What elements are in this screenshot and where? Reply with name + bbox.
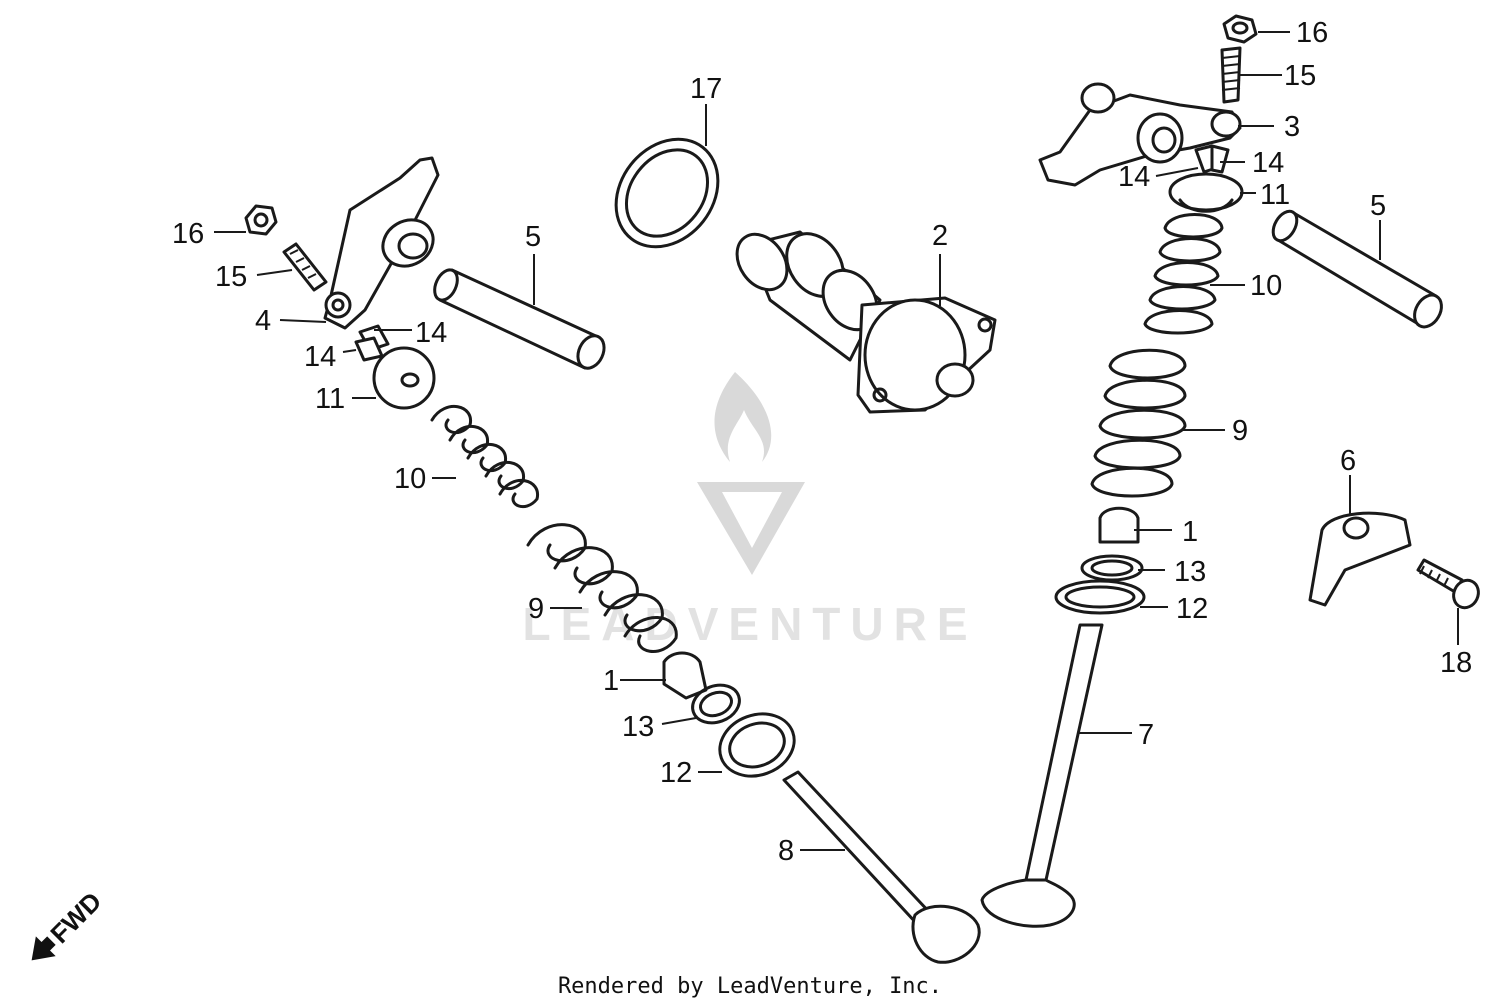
callout-9-left: 9	[528, 593, 544, 625]
rocker-arm-3	[1038, 82, 1242, 187]
callout-7: 7	[1138, 719, 1154, 751]
plate-6	[1308, 511, 1412, 607]
callout-15-left: 15	[215, 261, 247, 293]
valve-spring-10-right	[1143, 213, 1224, 335]
callout-4: 4	[255, 305, 271, 337]
spring-retainer-11-left	[372, 346, 436, 410]
valve-stem-seal-1-left	[662, 651, 708, 700]
spring-retainer-11-right	[1168, 172, 1244, 213]
callout-12-right: 12	[1176, 593, 1208, 625]
valve-7	[980, 623, 1104, 928]
valve-spring-9-right	[1090, 348, 1187, 498]
callout-11-right: 11	[1260, 179, 1290, 211]
callout-14-right-b: 14	[1118, 161, 1150, 193]
callout-3: 3	[1284, 111, 1300, 143]
valve-spring-10-left	[430, 404, 539, 509]
rocker-arm-4	[323, 156, 440, 330]
callout-18: 18	[1440, 647, 1472, 679]
callout-15-right: 15	[1284, 60, 1316, 92]
callout-16-right: 16	[1296, 17, 1328, 49]
o-ring-17	[614, 137, 720, 249]
callout-11-left: 11	[315, 383, 345, 415]
spring-seat-13-right	[1080, 554, 1144, 582]
nut-16-right	[1222, 14, 1258, 44]
callout-1-left: 1	[603, 665, 619, 697]
rocker-shaft-5-left	[433, 268, 606, 370]
adjuster-screw-15-right	[1220, 46, 1242, 104]
callout-5-left: 5	[525, 221, 541, 253]
callout-14-left-a: 14	[415, 317, 447, 349]
spring-seat-12-right	[1054, 579, 1146, 615]
forward-direction-indicator: FWD	[31, 886, 107, 961]
callout-1-right: 1	[1182, 516, 1198, 548]
callout-numbers: 17 2 5 16 15 4 14 14 11 10 9 1 13 12 8 7…	[172, 17, 1472, 867]
callout-16-left: 16	[172, 218, 204, 250]
rocker-shaft-5-right	[1271, 209, 1443, 329]
callout-9-right: 9	[1232, 415, 1248, 447]
watermark-logo-icon	[697, 372, 805, 575]
callout-14-left-b: 14	[304, 341, 336, 373]
camshaft-2	[735, 230, 997, 414]
forward-arrow-icon	[31, 936, 56, 961]
valve-cotter-14-left	[354, 324, 390, 362]
callout-10-right: 10	[1250, 270, 1282, 302]
callout-2: 2	[932, 220, 948, 252]
spring-seat-13-left	[691, 683, 741, 725]
leader-lines	[214, 31, 1459, 851]
callout-14-right-a: 14	[1252, 147, 1284, 179]
valve-spring-9-left	[526, 523, 678, 653]
adjuster-screw-15-left	[282, 242, 328, 292]
callout-12-left: 12	[660, 757, 692, 789]
bolt-18	[1416, 558, 1480, 610]
callout-8: 8	[778, 835, 794, 867]
callout-17: 17	[690, 73, 722, 105]
valve-stem-seal-1-right	[1098, 506, 1140, 544]
callout-5-right: 5	[1370, 190, 1386, 222]
fwd-label: FWD	[44, 886, 107, 949]
nut-16-left	[244, 204, 278, 236]
valve-8	[782, 770, 981, 964]
callout-10-left: 10	[394, 463, 426, 495]
callout-13-left: 13	[622, 711, 654, 743]
callout-6: 6	[1340, 445, 1356, 477]
watermark-text: LEADVENTURE	[522, 598, 977, 650]
spring-seat-12-left	[718, 712, 796, 778]
callout-13-right: 13	[1174, 556, 1206, 588]
valve-cotter-14-right	[1194, 144, 1230, 174]
footer-credit: Rendered by LeadVenture, Inc.	[557, 974, 943, 999]
